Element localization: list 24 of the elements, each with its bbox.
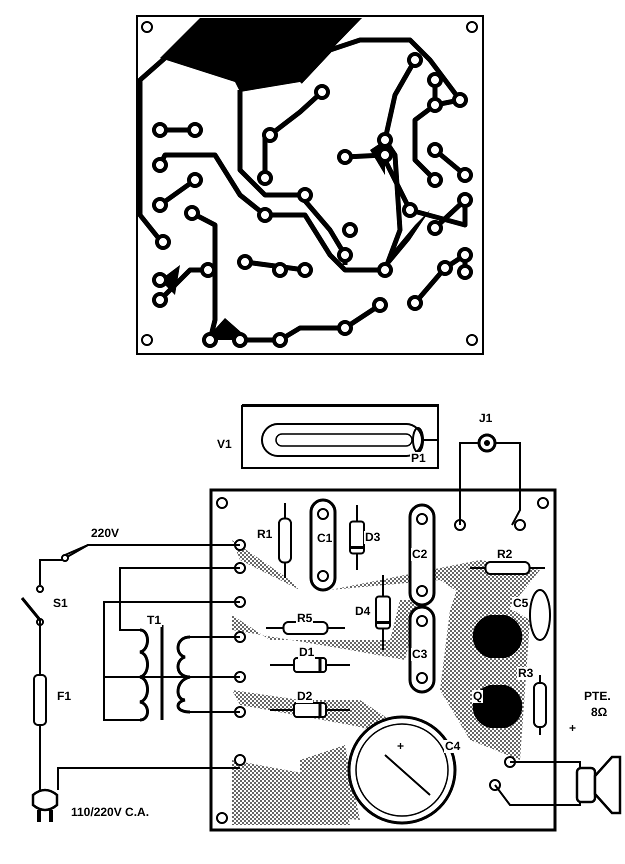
part-label: V1 bbox=[216, 438, 233, 451]
voltage-label: 220V bbox=[90, 527, 120, 540]
part-label: S1 bbox=[52, 597, 69, 610]
part-label: J1 bbox=[478, 412, 494, 425]
part-label: P1 bbox=[410, 452, 427, 465]
part-label: R1 bbox=[256, 528, 274, 541]
part-label: D4 bbox=[354, 605, 372, 618]
part-label: T1 bbox=[146, 614, 162, 627]
part-label: F1 bbox=[56, 690, 72, 703]
part-label: R3 bbox=[517, 667, 534, 680]
part-label: C4 bbox=[444, 740, 462, 753]
part-label: Q bbox=[472, 690, 484, 703]
part-label: R5 bbox=[296, 612, 314, 625]
part-label: D1 bbox=[298, 646, 316, 659]
part-label: C1 bbox=[316, 532, 334, 545]
voltage-label: 110/220V C.A. bbox=[70, 806, 150, 819]
part-label: C3 bbox=[411, 648, 428, 661]
part-label: C2 bbox=[411, 548, 428, 561]
part-label: D3 bbox=[364, 531, 382, 544]
impedance-label: 8Ω bbox=[590, 706, 608, 719]
speaker-label: PTE. bbox=[583, 690, 612, 703]
part-label: D2 bbox=[296, 690, 314, 703]
part-label: C5 bbox=[512, 597, 530, 610]
part-label: R2 bbox=[496, 548, 514, 561]
